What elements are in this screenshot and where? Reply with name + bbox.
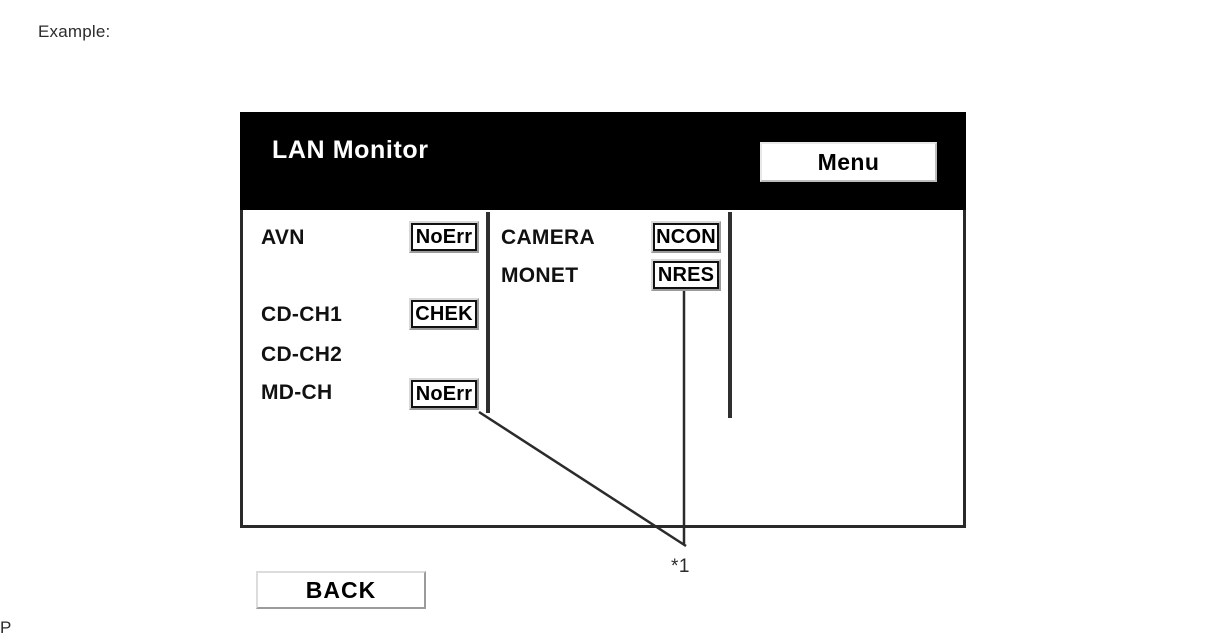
status-box-md-ch[interactable]: NoErr	[409, 378, 479, 410]
row-label-cd-ch1: CD-CH1	[261, 303, 343, 326]
status-value-avn: NoErr	[411, 223, 477, 251]
page-title: LAN Monitor	[272, 136, 429, 164]
page-marker: P	[0, 618, 12, 637]
column-divider-second	[728, 212, 732, 418]
row-label-avn: AVN	[261, 226, 305, 249]
back-button[interactable]: BACK	[256, 571, 426, 609]
menu-button[interactable]: Menu	[760, 142, 937, 182]
row-label-cd-ch2: CD-CH2	[261, 343, 343, 366]
back-button-label: BACK	[305, 576, 377, 603]
status-value-camera: NCON	[653, 223, 719, 251]
status-value-md-ch: NoErr	[411, 380, 477, 408]
status-value-monet: NRES	[653, 261, 719, 289]
menu-button-label: Menu	[817, 148, 880, 175]
status-box-camera[interactable]: NCON	[651, 221, 721, 253]
status-box-cd-ch1[interactable]: CHEK	[409, 298, 479, 330]
example-caption: Example:	[38, 22, 111, 41]
row-label-monet: MONET	[501, 264, 579, 287]
screen-header: LAN Monitor Menu	[240, 112, 966, 210]
status-box-avn[interactable]: NoErr	[409, 221, 479, 253]
lan-monitor-screen: LAN Monitor Menu AVN NoErr CD-CH1 CHEK C…	[240, 112, 966, 609]
column-divider-first	[486, 212, 490, 413]
status-value-cd-ch1: CHEK	[411, 300, 477, 328]
callout-label-1: *1	[671, 556, 690, 577]
status-box-monet[interactable]: NRES	[651, 259, 721, 291]
row-label-md-ch: MD-CH	[261, 381, 333, 404]
screen-body: AVN NoErr CD-CH1 CHEK CD-CH2 MD-CH NoErr…	[240, 210, 966, 609]
row-label-camera: CAMERA	[501, 226, 595, 249]
